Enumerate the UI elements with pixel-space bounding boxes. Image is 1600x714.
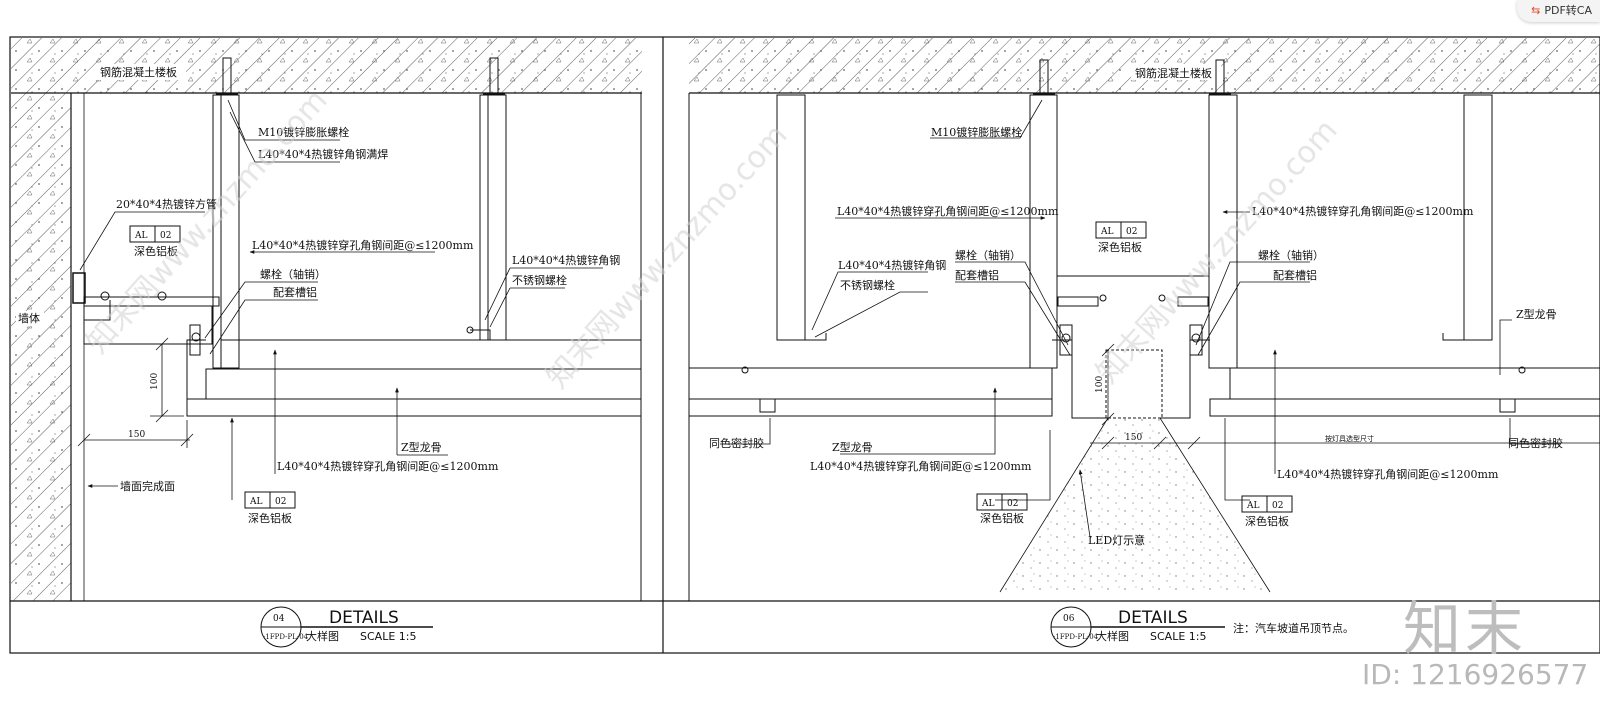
label-channel-06a: 配套槽铝 — [955, 268, 999, 282]
label-z-keel-06b: Z型龙骨 — [832, 440, 873, 454]
label-perforated-angle-06a: L40*40*4热镀锌穿孔角钢间距@≤1200mm — [837, 204, 1059, 218]
svg-text:04: 04 — [273, 614, 285, 624]
svg-text:02: 02 — [1272, 501, 1283, 511]
title-block-04: 04 -1FPD-PL-04 DETAILS 大样图 SCALE 1:5 — [260, 606, 433, 648]
label-angle-weld: L40*40*4热镀锌角钢满焊 — [258, 147, 388, 161]
svg-text:AL: AL — [249, 497, 262, 507]
hanger-bolts-06 — [1033, 59, 1231, 95]
svg-text:知末网www.znzmo.com: 知末网www.znzmo.com — [80, 83, 335, 360]
label-perforated-angle-04b: L40*40*4热镀锌穿孔角钢间距@≤1200mm — [277, 459, 499, 473]
label-z-keel-06a: Z型龙骨 — [1516, 307, 1557, 321]
detail-06: 钢筋混凝土楼板 — [688, 38, 1600, 648]
label-ss-bolt-04: 不锈钢螺栓 — [512, 273, 567, 287]
dim-150-04: 150 — [128, 430, 145, 440]
dimensions-06 — [1090, 343, 1600, 450]
label-channel-04: 配套槽铝 — [273, 285, 317, 299]
panel-tag-06-left: AL 02 深色铝板 — [976, 493, 1028, 525]
label-ss-bolt-06: 不锈钢螺栓 — [840, 278, 895, 292]
svg-text:DETAILS: DETAILS — [329, 608, 399, 628]
label-channel-06b: 配套槽铝 — [1273, 268, 1317, 282]
leaders-06 — [720, 99, 1560, 538]
dim-100-04: 100 — [150, 373, 160, 390]
svg-text:AL: AL — [1246, 501, 1259, 511]
svg-text:DETAILS: DETAILS — [1118, 608, 1188, 628]
svg-text:深色铝板: 深色铝板 — [1098, 240, 1142, 254]
frame-members — [72, 272, 642, 417]
svg-text:-1FPD-PL-04: -1FPD-PL-04 — [263, 633, 309, 641]
panel-tag-upper: AL 02 深色铝板 — [129, 225, 181, 258]
dim-lamp-size: 按灯具选型尺寸 — [1325, 434, 1374, 443]
label-perforated-angle-06d: L40*40*4热镀锌穿孔角钢间距@≤1200mm — [1277, 467, 1499, 481]
svg-text:06: 06 — [1063, 614, 1075, 624]
svg-text:深色铝板: 深色铝板 — [134, 244, 178, 258]
detail-04: 钢筋混凝土楼板 墙体 — [11, 38, 642, 648]
svg-text:SCALE 1:5: SCALE 1:5 — [1150, 630, 1206, 643]
svg-text:02: 02 — [1126, 227, 1137, 237]
note-06: 注：汽车坡道吊顶节点。 — [1233, 621, 1354, 635]
svg-text:-1FPD-PL-04: -1FPD-PL-04 — [1053, 633, 1099, 641]
svg-text:AL: AL — [981, 499, 994, 509]
label-pin-bolt-06a: 螺栓（轴销） — [955, 248, 1021, 262]
label-square-tube: 20*40*4热镀锌方管 — [116, 197, 217, 211]
label-bolt-06: M10镀锌膨胀螺栓 — [931, 125, 1022, 139]
angle-posts — [212, 94, 507, 369]
label-perforated-angle-06c: L40*40*4热镀锌穿孔角钢间距@≤1200mm — [810, 459, 1032, 473]
label-angle-04: L40*40*4热镀锌角钢 — [512, 253, 620, 267]
dimensions-04 — [77, 337, 194, 448]
leaders-04 — [79, 99, 603, 500]
svg-text:AL: AL — [134, 231, 147, 241]
led-light-cone — [999, 417, 1271, 593]
slab-label-06: 钢筋混凝土楼板 — [1135, 66, 1212, 80]
wall-hatch — [11, 93, 72, 601]
slab-label-bg — [96, 64, 186, 80]
drawing-frame — [9, 36, 1600, 654]
label-wall-finish: 墙面完成面 — [120, 479, 175, 493]
asset-id-watermark: ID: 1216926577 — [1362, 658, 1589, 691]
svg-text:AL: AL — [1100, 227, 1113, 237]
svg-text:深色铝板: 深色铝板 — [248, 511, 292, 525]
svg-text:大样图: 大样图 — [306, 629, 339, 643]
svg-text:02: 02 — [275, 497, 286, 507]
dim-100-06: 100 — [1095, 376, 1105, 393]
dim-150-06: 150 — [1125, 433, 1142, 443]
pdf-convert-label: PDF转CA — [1544, 4, 1592, 17]
label-pin-bolt-04: 螺栓（轴销） — [260, 267, 326, 281]
label-angle-06: L40*40*4热镀锌角钢 — [838, 258, 946, 272]
label-perforated-angle-04a: L40*40*4热镀锌穿孔角钢间距@≤1200mm — [252, 238, 474, 252]
wall-label: 墙体 — [18, 311, 40, 325]
panel-tag-06-center: AL 02 深色铝板 — [1095, 221, 1147, 254]
svg-text:大样图: 大样图 — [1096, 629, 1129, 643]
svg-text:02: 02 — [1007, 499, 1018, 509]
site-logo-watermark: 知末 — [1403, 595, 1528, 663]
panel-tag-lower: AL 02 深色铝板 — [244, 491, 296, 525]
label-sealant-06a: 同色密封胶 — [709, 436, 764, 450]
hanger-bolts — [216, 57, 505, 95]
label-pin-bolt-06b: 螺栓（轴销） — [1258, 248, 1324, 262]
svg-text:深色铝板: 深色铝板 — [980, 511, 1024, 525]
pdf-convert-badge[interactable]: ⇆PDF转CA — [1517, 0, 1600, 22]
frame-members-06 — [688, 294, 1600, 419]
label-perforated-angle-06b: L40*40*4热镀锌穿孔角钢间距@≤1200mm — [1252, 204, 1474, 218]
svg-text:深色铝板: 深色铝板 — [1245, 514, 1289, 528]
svg-text:02: 02 — [160, 231, 171, 241]
label-z-keel-04: Z型龙骨 — [401, 440, 442, 454]
panel-tag-06-right: AL 02 深色铝板 — [1241, 495, 1293, 528]
svg-text:SCALE 1:5: SCALE 1:5 — [360, 630, 416, 643]
label-bolt-04: M10镀锌膨胀螺栓 — [258, 125, 349, 139]
title-block-06: 06 -1FPD-PL-04 DETAILS 大样图 SCALE 1:5 注：汽… — [1050, 606, 1354, 648]
label-led: LED灯示意 — [1088, 533, 1145, 547]
pdf-convert-icon: ⇆ — [1531, 4, 1541, 17]
slab-label: 钢筋混凝土楼板 — [100, 65, 177, 79]
